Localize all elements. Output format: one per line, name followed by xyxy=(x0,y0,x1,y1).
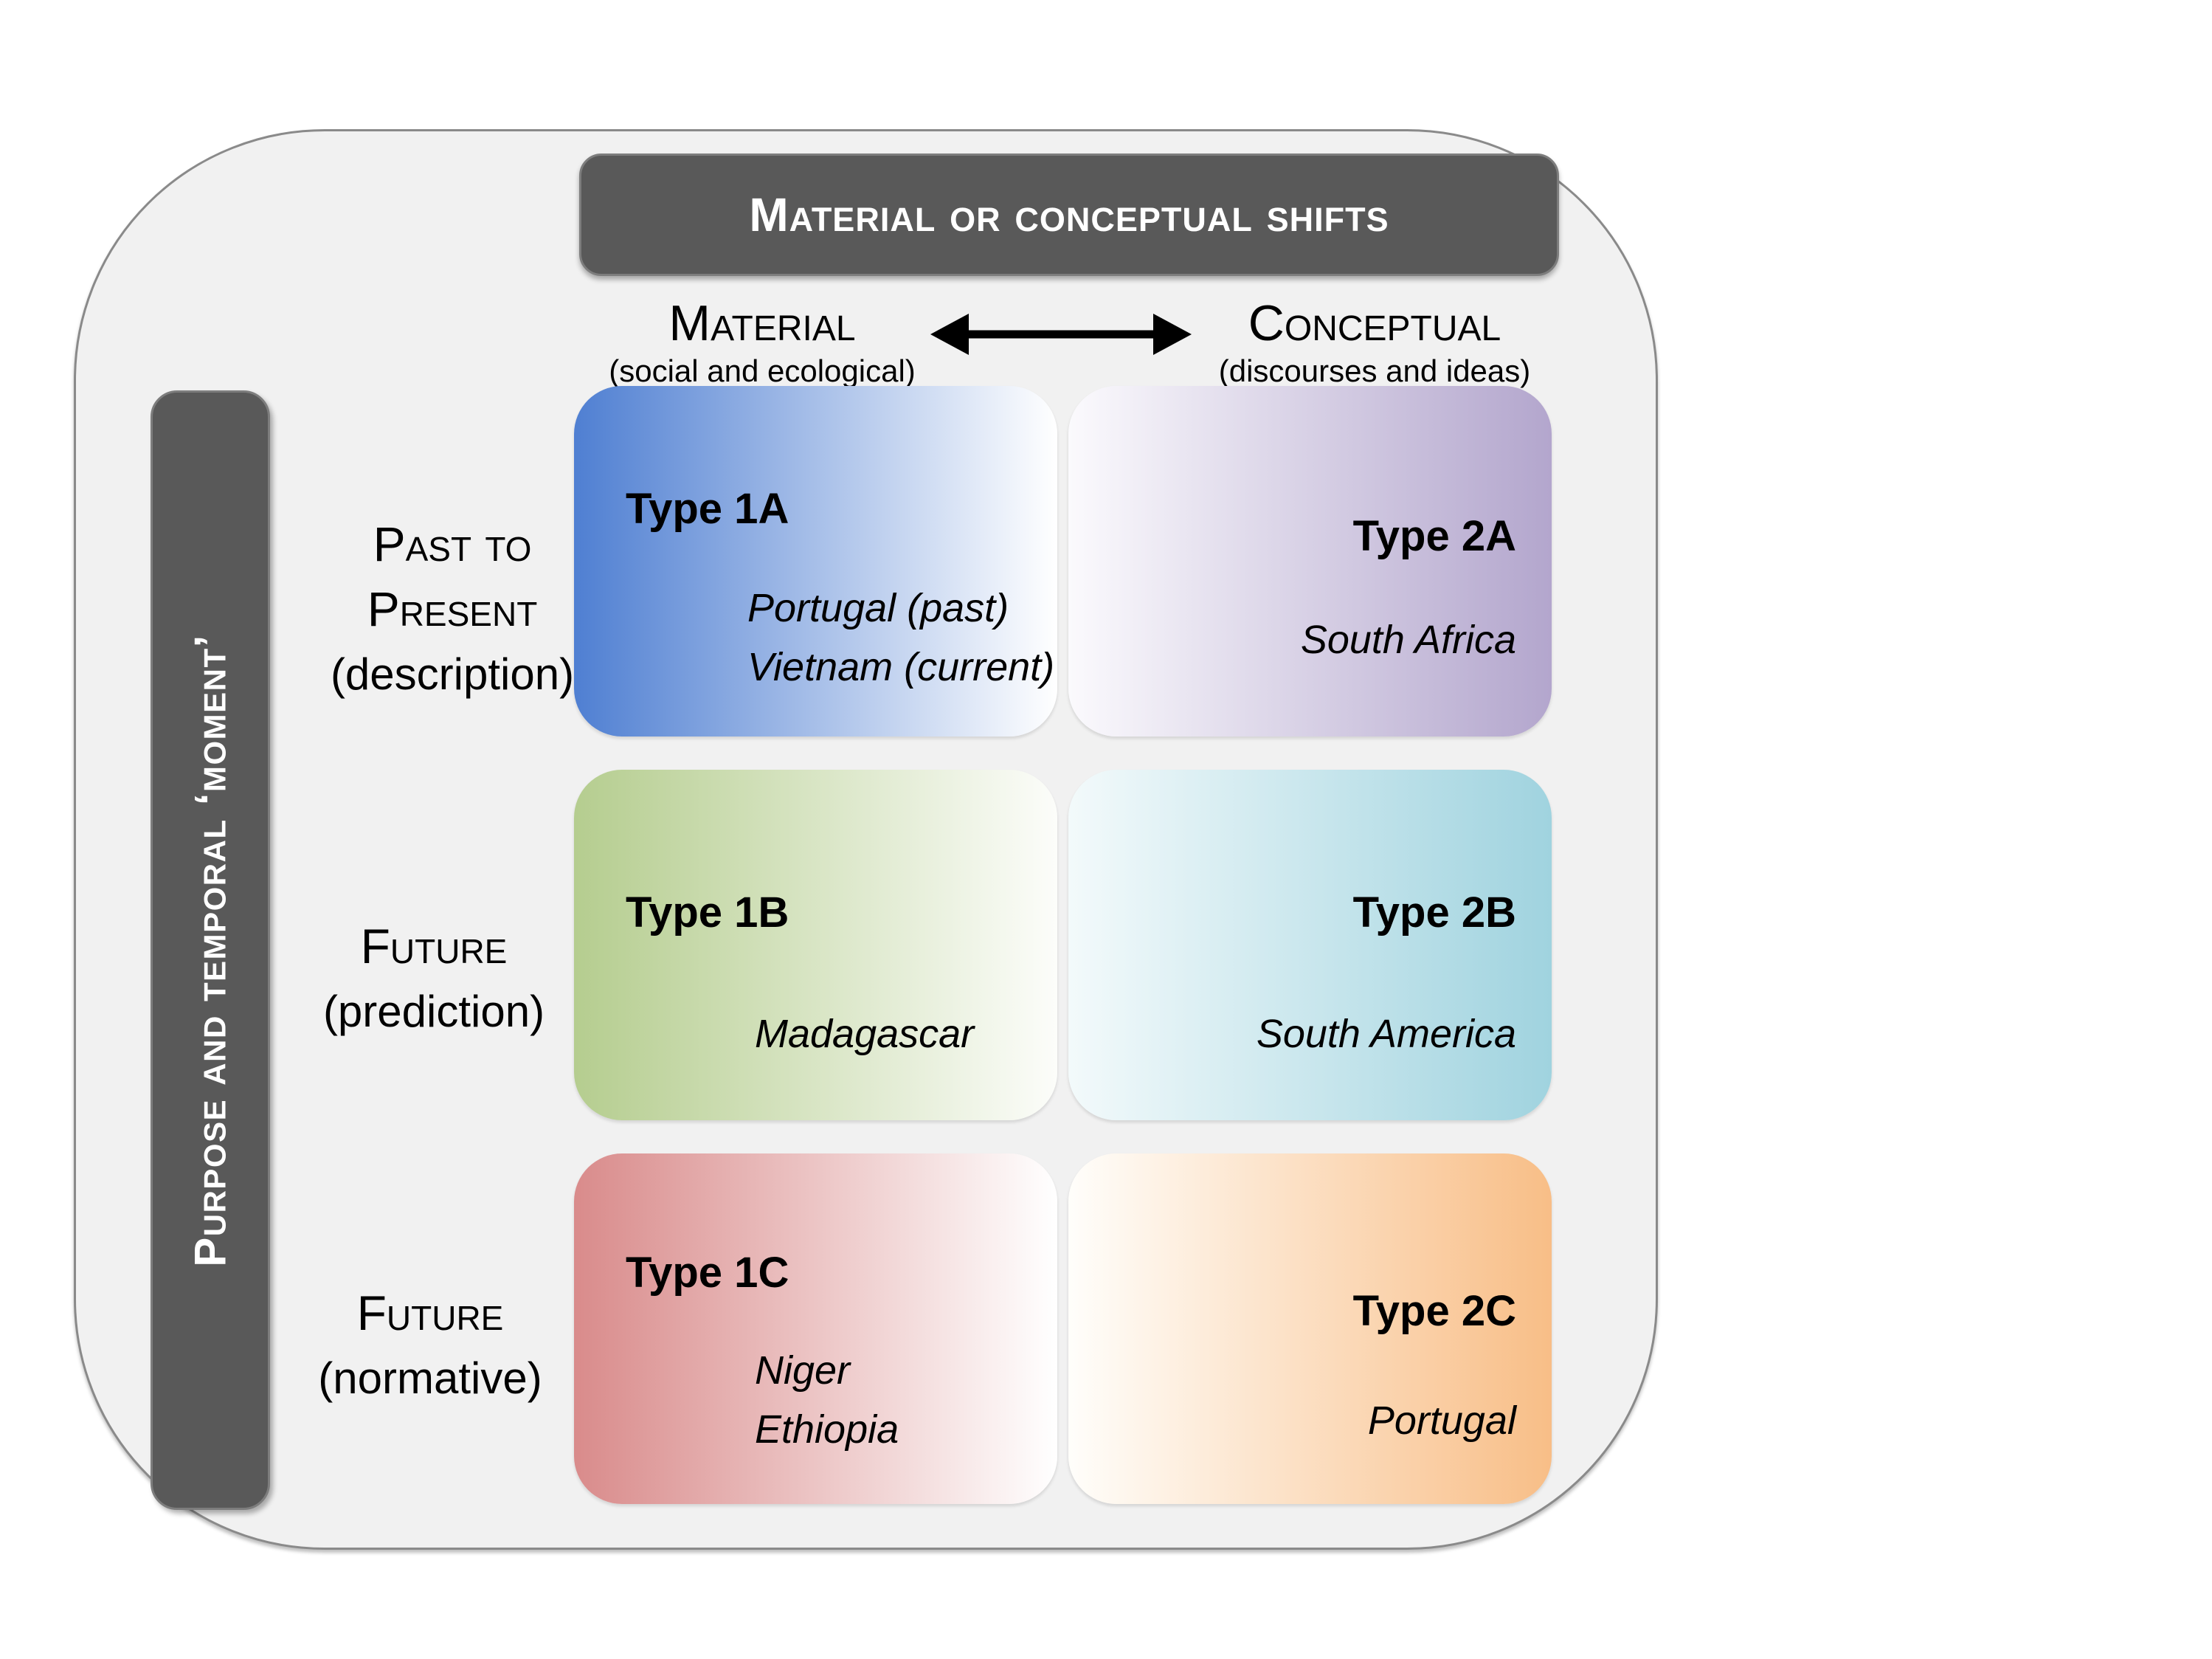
row-label-line: Past to xyxy=(373,517,532,571)
cell-example: Portugal (past) xyxy=(747,586,1009,630)
row-label-past-to-present: Past to Present (description) xyxy=(286,511,618,708)
cell-type-1a: Type 1A Portugal (past) Vietnam (current… xyxy=(574,386,1057,737)
row-sublabel: (normative) xyxy=(318,1353,542,1403)
column-label-material: Material xyxy=(668,295,856,351)
row-label-line: Future xyxy=(356,1286,504,1340)
cell-type-1c: Type 1C Niger Ethiopia xyxy=(574,1153,1057,1504)
column-sublabel-conceptual: (discourses and ideas) xyxy=(1218,353,1531,388)
cell-title: Type 1B xyxy=(626,889,789,937)
cell-type-2c: Type 2C Portugal xyxy=(1068,1153,1552,1504)
cell-example: Portugal xyxy=(1367,1398,1516,1443)
top-axis-title-bar: Material or conceptual shifts xyxy=(579,154,1559,276)
column-sublabel-material: (social and ecological) xyxy=(609,353,916,388)
cell-example: Vietnam (current) xyxy=(747,645,1055,689)
cell-title: Type 2A xyxy=(1352,512,1516,560)
cell-example: South Africa xyxy=(1300,618,1516,662)
top-axis-title: Material or conceptual shifts xyxy=(749,188,1389,241)
cell-examples: Niger Ethiopia xyxy=(755,1341,1057,1459)
cell-title: Type 1A xyxy=(626,485,789,533)
cell-examples: South America xyxy=(1068,1004,1516,1063)
cell-type-1b: Type 1B Madagascar xyxy=(574,770,1057,1120)
row-sublabel: (prediction) xyxy=(322,987,545,1036)
row-label-future-prediction: Future (prediction) xyxy=(268,914,600,1045)
left-axis-title: Purpose and temporal ‘moment’ xyxy=(185,633,235,1267)
cell-example: Ethiopia xyxy=(755,1407,899,1452)
cell-example: South America xyxy=(1256,1012,1516,1056)
cell-examples: South Africa xyxy=(1068,610,1516,669)
cell-examples: Portugal xyxy=(1068,1391,1516,1450)
left-axis-title-bar: Purpose and temporal ‘moment’ xyxy=(151,390,270,1510)
cell-example: Madagascar xyxy=(755,1012,975,1056)
column-header-material: Material (social and ecological) xyxy=(541,295,984,391)
cell-example: Niger xyxy=(755,1348,851,1393)
cell-examples: Portugal (past) Vietnam (current) xyxy=(747,579,1057,697)
left-right-arrow-icon xyxy=(924,305,1197,364)
matrix-panel: Material or conceptual shifts Material (… xyxy=(74,129,1658,1550)
cell-title: Type 2C xyxy=(1352,1287,1516,1335)
row-label-future-normative: Future (normative) xyxy=(264,1280,596,1412)
cell-examples: Madagascar xyxy=(755,1004,1057,1063)
row-sublabel: (description) xyxy=(330,649,575,699)
cell-title: Type 1C xyxy=(626,1249,789,1297)
cell-type-2a: Type 2A South Africa xyxy=(1068,386,1552,737)
cell-title: Type 2B xyxy=(1352,889,1516,937)
cell-type-2b: Type 2B South America xyxy=(1068,770,1552,1120)
row-label-line: Present xyxy=(367,582,538,636)
column-label-conceptual: Conceptual xyxy=(1248,295,1501,351)
column-header-conceptual: Conceptual (discourses and ideas) xyxy=(1150,295,1600,391)
row-label-line: Future xyxy=(360,919,508,973)
